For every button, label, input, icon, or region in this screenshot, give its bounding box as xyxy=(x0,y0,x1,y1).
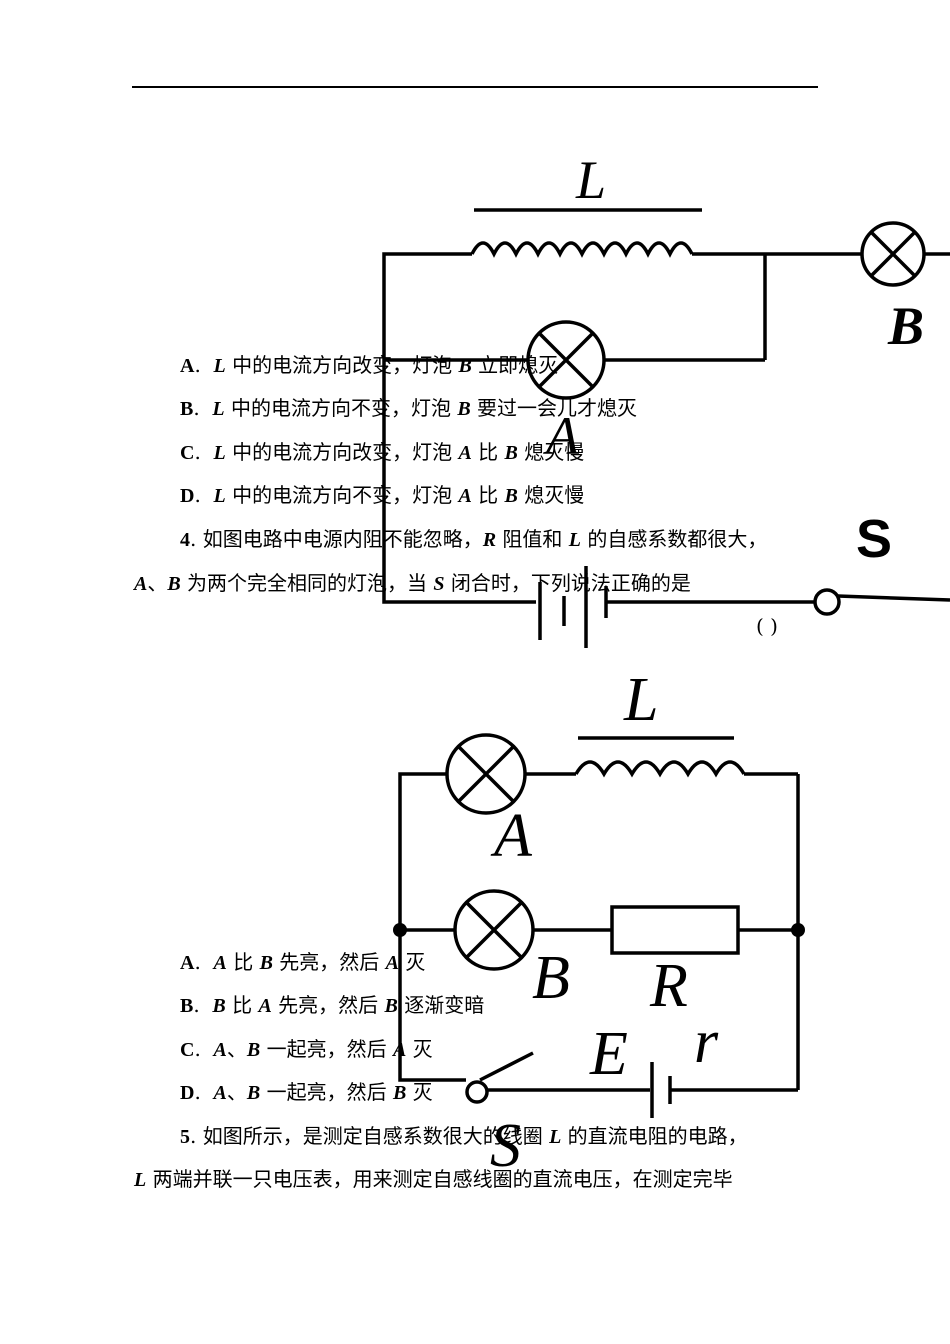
q5-stem-line2: L 两端并联一只电压表，用来测定自感线圈的直流电压，在测定完毕 xyxy=(134,1167,733,1191)
q3-option-a: A. L 中的电流方向改变，灯泡 B 立即熄灭 xyxy=(180,353,559,377)
fig1-label-A: A xyxy=(543,406,580,466)
fig1-label-B: B xyxy=(887,296,924,356)
fig2-label-B: B xyxy=(532,944,570,1012)
q4-option-c: C. A、B 一起亮，然后 A 灭 xyxy=(180,1037,433,1061)
q4-option-a: A. A 比 B 先亮，然后 A 灭 xyxy=(180,950,426,974)
q5-stem-line1: 5. 如图所示，是测定自感系数很大的线圈 L 的直流电阻的电路， xyxy=(180,1124,748,1148)
fig2-label-S: S xyxy=(490,1112,521,1180)
q4-stem-line1: 4. 如图电路中电源内阻不能忽略，R 阻值和 L 的自感系数都很大， xyxy=(180,527,768,551)
fig2-label-A: A xyxy=(490,802,533,870)
q4-stem-line2: A、B 为两个完全相同的灯泡，当 S 闭合时，下列说法正确的是 xyxy=(134,571,691,595)
fig2-label-E: E xyxy=(589,1020,628,1088)
fig2-label-r: r xyxy=(694,1008,719,1076)
fig1-label-L: L xyxy=(575,150,606,210)
q3-option-d: D. L 中的电流方向不变，灯泡 A 比 B 熄灭慢 xyxy=(180,483,585,507)
q3-option-c: C. L 中的电流方向改变，灯泡 A 比 B 熄灭慢 xyxy=(180,440,585,464)
header-rule xyxy=(132,86,818,88)
q3-option-b: B. L 中的电流方向不变，灯泡 B 要过一会儿才熄灭 xyxy=(180,396,638,420)
fig2-label-L: L xyxy=(623,666,658,734)
q4-option-b: B. B 比 A 先亮，然后 B 逐渐变暗 xyxy=(180,993,485,1017)
q4-option-d: D. A、B 一起亮，然后 B 灭 xyxy=(180,1080,433,1104)
fig1-label-S: S xyxy=(856,509,892,569)
q4-answer-bracket: ( ) xyxy=(756,614,778,638)
fig2-label-R: R xyxy=(649,952,688,1020)
